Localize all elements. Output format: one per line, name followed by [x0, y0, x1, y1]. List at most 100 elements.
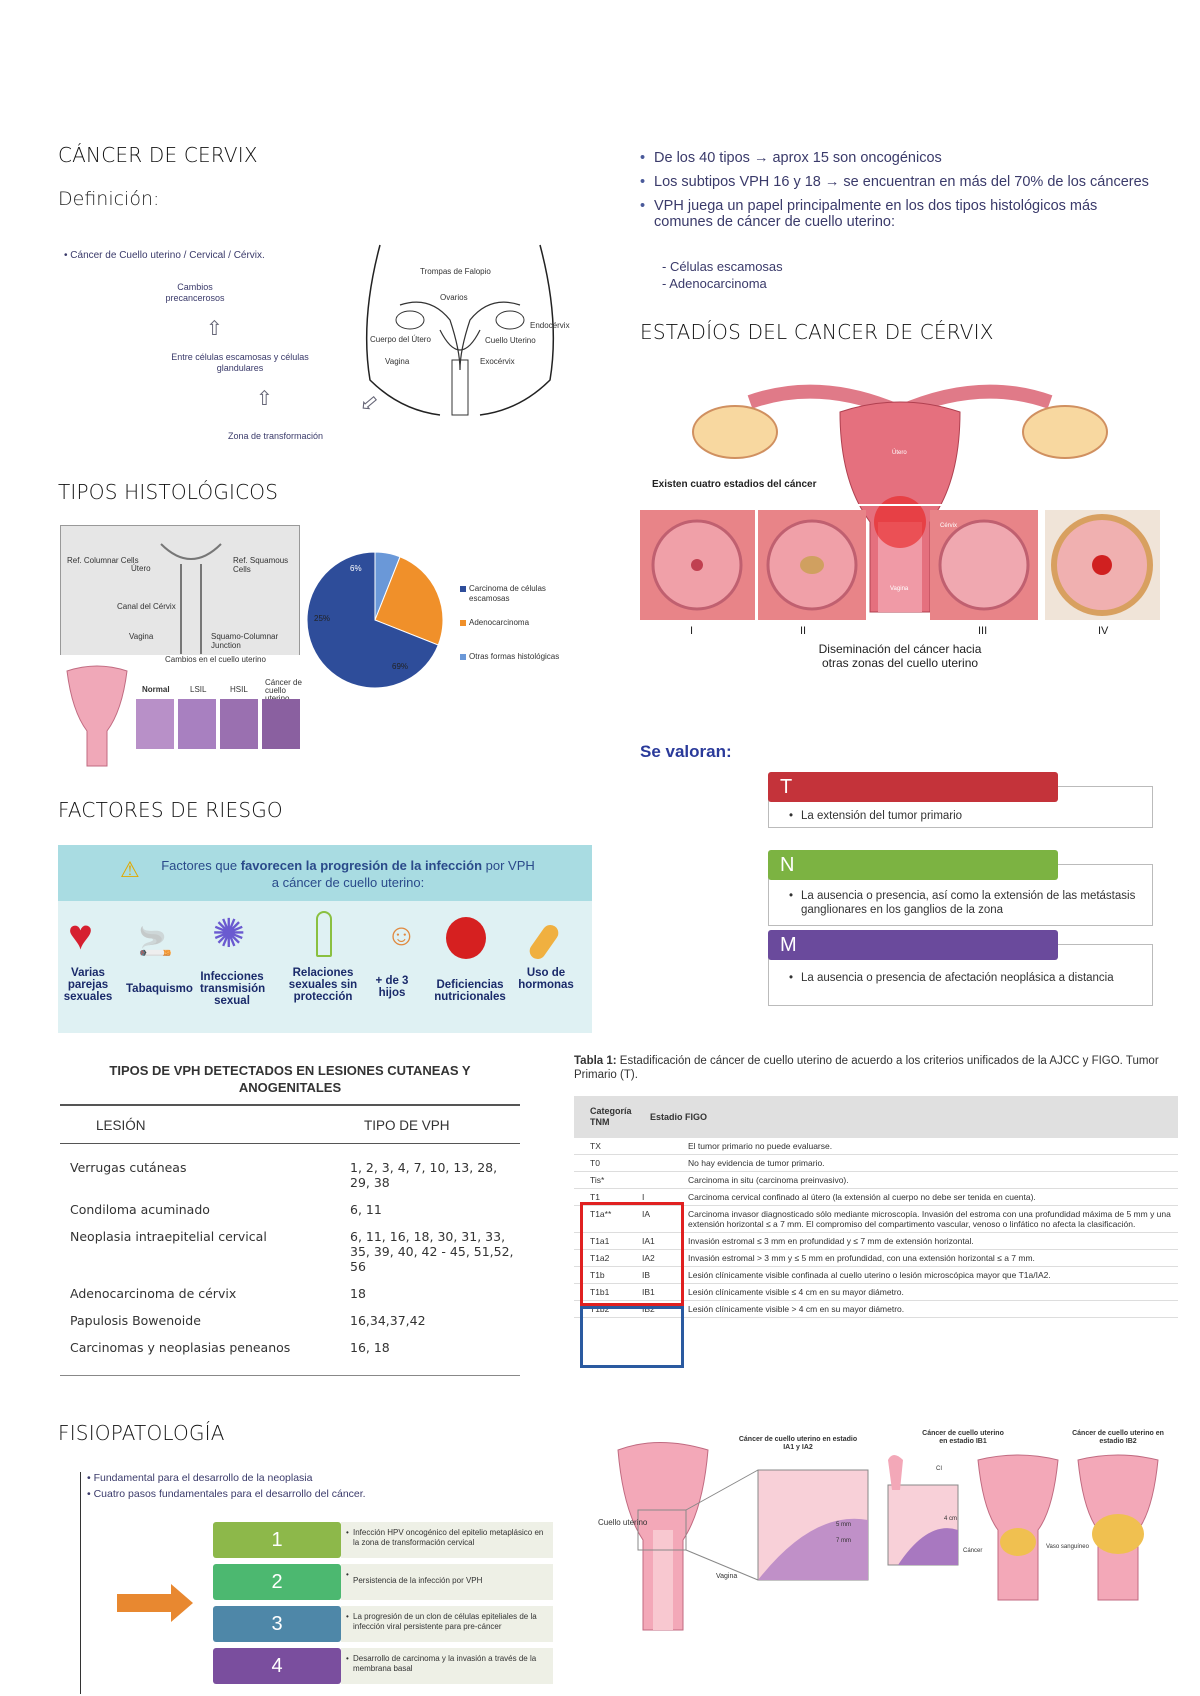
label-7mm: 7 mm [836, 1538, 851, 1544]
virus-icon: ✺ [212, 912, 246, 956]
tnm-diagram: La extensión del tumor primario T La aus… [768, 772, 1158, 1022]
risk-item: Deficiencias nutricionales [434, 979, 506, 1003]
figo-cell [636, 1154, 682, 1172]
tnm-t: T [768, 772, 1058, 802]
table-row: TX El tumor primario no puede evaluarse. [574, 1138, 1178, 1155]
orange-arrow-icon [171, 1584, 193, 1622]
figo-cell [636, 1171, 682, 1189]
tnm-cell: T1a** [574, 1205, 636, 1233]
figo-cell: IA1 [636, 1232, 682, 1250]
tissue-hsil [220, 699, 258, 749]
vph-bullet: De los 40 tipos → aprox 15 son oncogénic… [640, 150, 1160, 166]
warning-icon: ⚠ [120, 857, 140, 882]
risk-header-band [58, 845, 592, 901]
label-ovarios: Ovarios [440, 293, 468, 302]
histo-title: TIPOS HISTOLÓGICOS [58, 480, 279, 504]
label-utero: Útero [131, 564, 151, 573]
vph-type-cell: 16, 18 [350, 1340, 390, 1355]
risk-panel: ⚠ Factores que favorecen la progresión d… [58, 845, 592, 1033]
caption-ia: Cáncer de cuello uterino en estadio IA1 … [738, 1436, 858, 1451]
label-endocervix: Endocérvix [530, 321, 570, 330]
arrow-up-icon: ⇧ [256, 388, 273, 410]
desc-cell: Carcinoma invasor diagnosticado sólo med… [682, 1205, 1178, 1233]
label-utero2: Útero [892, 449, 907, 456]
desc-cell: Invasión estromal > 3 mm y ≤ 5 mm en pro… [682, 1249, 1178, 1267]
figo-cell: IA [636, 1205, 682, 1233]
step-1: 1 [213, 1522, 341, 1558]
lesion-cell: Adenocarcinoma de cérvix [70, 1286, 237, 1301]
label-canal: Canal del Cérvix [117, 602, 176, 611]
label-entre: Entre células escamosas y células glandu… [171, 352, 309, 373]
vph-type-cell: 6, 11, 16, 18, 30, 31, 33, 35, 39, 40, 4… [350, 1229, 514, 1274]
tnm-cell: T1 [574, 1188, 636, 1206]
step-3-text: La progresión de un clon de células epit… [341, 1606, 553, 1642]
table-row: Carcinomas y neoplasias peneanos 16, 18 [60, 1338, 520, 1365]
arrow-up-icon: ⇧ [206, 318, 223, 340]
legend-item: Carcinoma de células escamosas [460, 584, 580, 604]
sub-bullet: - Adenocarcinoma [662, 276, 767, 291]
label-zona: Zona de transformación [228, 431, 324, 441]
pie-slice [306, 551, 439, 689]
label-cuello: Cuello Uterino [485, 336, 536, 345]
stages-figure: Existen cuatro estadios del cáncer Útero… [640, 372, 1160, 677]
cervix-drawing [160, 543, 222, 654]
tissue-lsil [178, 699, 216, 749]
heart-icon: ♥ [68, 911, 93, 958]
risk-item: Uso de hormonas [518, 967, 574, 991]
label-changes: Cambios en el cuello uterino [165, 655, 266, 664]
vph-table: TIPOS DE VPH DETECTADOS EN LESIONES CUTA… [60, 1062, 520, 1376]
label-existen: Existen cuatro estadios del cáncer [652, 479, 817, 490]
vph-bullets: De los 40 tipos → aprox 15 son oncogénic… [640, 150, 1160, 238]
figo-cell: IB [636, 1266, 682, 1284]
tnm-n: N [768, 850, 1058, 880]
pie-legend: Carcinoma de células escamosas Adenocarc… [460, 584, 580, 662]
apple-icon [446, 917, 486, 959]
label-cuello2: Cuello uterino [598, 1518, 648, 1527]
caption-ib1: Cáncer de cuello uterino en estadio IB1 [922, 1430, 1004, 1445]
fisio-bullet: • Cuatro pasos fundamentales para el des… [87, 1488, 366, 1500]
numeral-2: II [800, 625, 806, 637]
fisio-panel: • Fundamental para el desarrollo de la n… [80, 1472, 570, 1694]
condom-icon [316, 911, 332, 957]
lesion-cell: Carcinomas y neoplasias peneanos [70, 1340, 291, 1355]
label-4cm: 4 cm [944, 1516, 957, 1522]
label-cancer: Cáncer de cuello uterino [265, 678, 302, 703]
step-2: 2 [213, 1564, 341, 1600]
figo-cell: I [636, 1188, 682, 1206]
child-icon: ☺ [386, 919, 417, 952]
desc-cell: No hay evidencia de tumor primario. [682, 1154, 1178, 1172]
fisio-bullet: • Fundamental para el desarrollo de la n… [87, 1472, 313, 1484]
tnm-cell: T0 [574, 1154, 636, 1172]
tnm-cell: T1a1 [574, 1232, 636, 1250]
stages-title: ESTADÍOS DEL CANCER DE CÉRVIX [640, 320, 994, 344]
label-vagina: Vagina [385, 357, 410, 366]
risk-item: + de 3 hijos [375, 975, 409, 999]
figo-cell: IB1 [636, 1283, 682, 1301]
label-trompas: Trompas de Falopio [420, 267, 491, 276]
definition-label: Definición: [58, 188, 160, 210]
tnm-cell: TX [574, 1138, 636, 1155]
label-hsil: HSIL [230, 685, 248, 694]
label-5mm: 5 mm [836, 1522, 851, 1528]
risk-item: Varias parejas sexuales [63, 967, 113, 1003]
label-diseminacion: Diseminación del cáncer hacia otras zona… [818, 642, 982, 670]
histo-figure: Ref. Columnar Cells Ref. Squamous Cells … [60, 525, 300, 662]
label-ci: CI [936, 1466, 942, 1472]
desc-cell: El tumor primario no puede evaluarse. [682, 1138, 1178, 1155]
pie-slice [374, 556, 444, 646]
vph-type-cell: 6, 11 [350, 1202, 382, 1217]
definition-bullet: • Cáncer de Cuello uterino / Cervical / … [64, 250, 265, 261]
pie-label-6: 6% [350, 564, 362, 573]
vph-bullet: VPH juega un papel principalmente en los… [640, 198, 1160, 230]
step-4-text: Desarrollo de carcinoma y la invasión a … [341, 1648, 553, 1684]
anatomy-drawing: Trompas de Falopio Ovarios Endocérvix Cu… [365, 244, 570, 416]
label-cuerpo: Cuerpo del Útero [370, 335, 431, 344]
desc-cell: Carcinoma cervical confinado al útero (l… [682, 1188, 1178, 1206]
desc-cell: Lesión clínicamente visible > 4 cm en su… [682, 1300, 1178, 1318]
